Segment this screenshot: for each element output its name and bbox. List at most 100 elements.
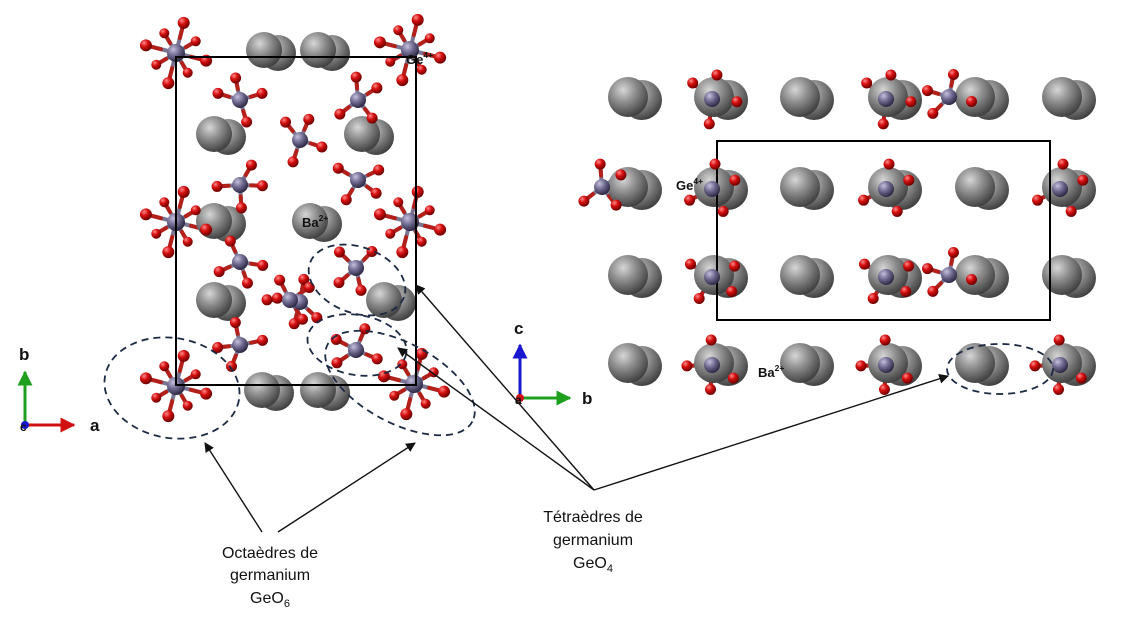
barium-atom [780,77,820,117]
oxygen-atom [927,107,939,119]
oxygen-atom [434,223,447,236]
oxygen-atom [416,64,427,75]
oxygen-atom [594,158,606,170]
oxygen-atom [1053,383,1065,395]
oxygen-atom [296,313,308,325]
barium-atom [780,255,820,295]
barium-atom [196,203,232,239]
oxygen-atom [396,246,409,259]
oxygen-atom [261,294,273,306]
oxygen-atom [693,293,705,305]
germanium-atom [878,91,894,107]
oxygen-atom [424,33,435,44]
svg-text:germanium: germanium [230,567,310,584]
oxygen-atom [371,353,383,365]
svg-text:GeO4: GeO4 [573,555,613,575]
germanium-atom [878,181,894,197]
oxygen-atom [922,85,934,97]
oxygen-atom [139,208,152,221]
oxygen-atom [182,400,193,411]
right-bonds [581,72,1085,392]
right-unit-cell [716,140,1051,321]
barium-atom [780,343,820,383]
oxygen-atom [1057,158,1069,170]
oxygen-atom [256,180,268,192]
barium-atom [608,255,648,295]
svg-text:Tétraèdres de: Tétraèdres de [543,509,643,526]
germanium-atom [348,342,364,358]
oxygen-atom [334,108,346,120]
right-projection-view: Ge4+ Ba2+ c b a [512,68,1096,408]
barium-atom [196,282,232,318]
left-projection-view: Ge4+ Ba2+ b a c [17,13,476,440]
oxygen-atom [927,285,939,297]
left-axis-c-label: c [20,420,27,434]
arrow-octahedra-left [204,442,263,533]
barium-atom [366,282,402,318]
barium-atom [780,167,820,207]
oxygen-atom [245,159,257,171]
oxygen-atom [162,410,175,423]
oxygen-atom [877,118,889,130]
oxygen-atom [879,334,891,346]
germanium-atom [704,357,720,373]
oxygen-atom [1053,334,1065,346]
oxygen-atom [681,360,693,372]
oxygen-atom [159,197,170,208]
oxygen-atom [271,292,283,304]
oxygen-atom [226,360,238,372]
oxygen-atom [177,349,190,362]
oxygen-atom [1075,372,1087,384]
germanium-atom [350,92,366,108]
oxygen-atom [389,390,400,401]
oxygen-atom [366,112,378,124]
right-axis-c-label: c [514,319,523,338]
germanium-atom [704,269,720,285]
barium-atom [1042,255,1082,295]
oxygen-atom [400,408,413,421]
oxygen-atom [370,187,382,199]
oxygen-atom [298,273,310,285]
left-axis-b-label: b [19,345,29,364]
oxygen-atom [415,347,428,360]
germanium-atom [704,181,720,197]
oxygen-atom [729,260,741,272]
oxygen-atom [397,359,408,370]
oxygen-atom [213,266,225,278]
germanium-atom [348,260,364,276]
oxygen-atom [424,205,435,216]
germanium-atom [232,254,248,270]
arrow-tetra-right [593,374,949,491]
oxygen-atom [727,372,739,384]
oxygen-atom [411,13,424,26]
oxygen-atom [256,87,268,99]
oxygen-atom [883,158,895,170]
oxygen-atom [717,205,729,217]
germanium-atom [401,213,419,231]
right-ba-ion-label: Ba2+ [758,363,784,380]
arrow-tetra-lower [397,347,595,491]
oxygen-atom [257,259,269,271]
pointer-arrows [204,284,949,533]
left-octahedron-highlight-1 [103,336,241,440]
oxygen-atom [332,162,344,174]
oxygen-atom [903,174,915,186]
barium-atom [955,255,995,295]
germanium-atom [282,292,298,308]
oxygen-atom [1065,205,1077,217]
oxygen-atom [858,258,870,270]
oxygen-atom [287,156,299,168]
caption-tetrahedra: Tétraèdres de germanium GeO4 [543,509,643,575]
oxygen-atom [235,202,247,214]
oxygen-atom [905,96,917,108]
oxygen-atom [316,141,328,153]
oxygen-atom [901,372,913,384]
germanium-atom [704,91,720,107]
oxygen-atom [151,228,162,239]
left-tetrahedron-highlight-1 [307,243,407,317]
left-ba-ion-label: Ba2+ [302,213,328,230]
right-tetrahedron-highlight [946,343,1054,395]
caption-octahedra: Octaèdres de germanium GeO6 [222,545,318,610]
oxygen-atom [139,372,152,385]
